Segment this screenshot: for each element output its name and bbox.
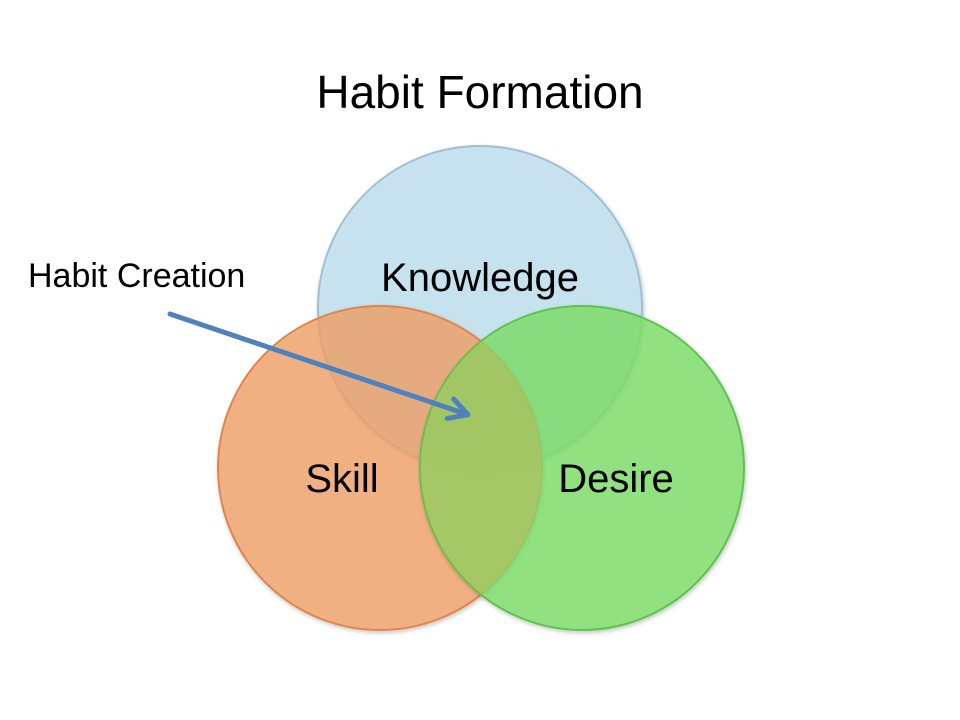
skill-label: Skill xyxy=(305,457,378,501)
habit-creation-arrow xyxy=(167,311,466,414)
desire-label: Desire xyxy=(558,457,674,501)
page-title: Habit Formation xyxy=(316,66,643,118)
knowledge-label: Knowledge xyxy=(381,256,579,300)
overlap-tint xyxy=(420,306,542,630)
circle-desire xyxy=(419,305,745,631)
habit-creation-label: Habit Creation xyxy=(28,257,245,295)
